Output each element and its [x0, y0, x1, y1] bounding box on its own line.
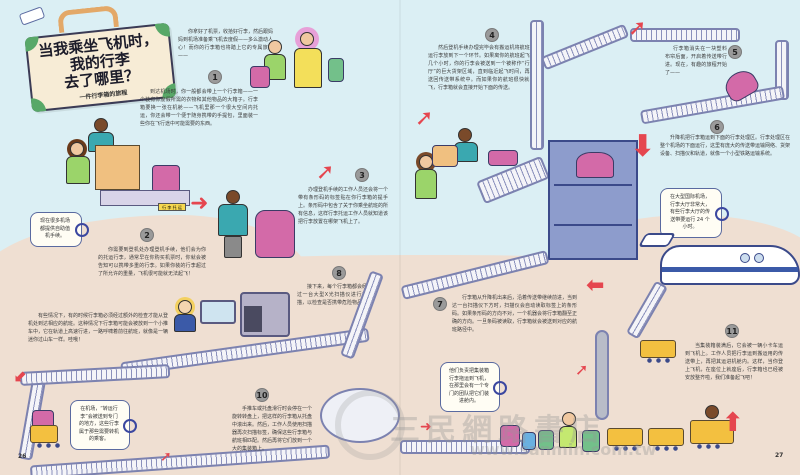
red-arrow-up-right-icon: ➚	[628, 16, 647, 41]
step-text-3: 办理登机手续的工作人员还会将一个带有条形码的标签贴在你行李箱的提手上。条形码中包…	[298, 187, 389, 225]
suitcase-icon	[250, 66, 270, 88]
person-body	[218, 204, 248, 236]
step-text-2: 你需要到登机处办理登机手续，他们会为你的托运行李，通常早在你购买机票时，你就会被…	[98, 247, 206, 277]
step-text-11: 当集装箱装满后，它会被一辆小卡车运到飞机上。工作人员把行李运到搬运用的传送带上，…	[685, 343, 783, 381]
step-text-8: 接下来，每个行李箱都会经过一台大型X光扫描仪进行扫描，以检查是否携带危险物品。	[297, 284, 368, 306]
baggage-scale	[100, 190, 190, 206]
person-body	[415, 169, 437, 199]
person-body	[174, 314, 196, 332]
suitcase-icon	[582, 430, 600, 452]
service-road	[595, 330, 609, 420]
watermark-text: 三民網路書店	[390, 413, 606, 448]
conveyor-belt	[530, 20, 544, 150]
note-tag-big-airport: 在大型国际机场，行李大厅非常大，有些行李大厅的传送带要运行 24 个小时。	[660, 188, 729, 238]
step-number-1: 1	[208, 70, 222, 84]
tagged-suitcase	[255, 210, 295, 258]
person-head	[94, 118, 108, 132]
scanner-opening	[244, 306, 262, 332]
step-text-1: 到达机场时，你一般都会带上一个行李箱——一个装有你度假所需的衣物和其他物品的大箱…	[140, 89, 258, 127]
watermark-logo-icon	[335, 390, 405, 460]
lift-shelf	[554, 184, 632, 186]
scale-label: 行 李 托 运	[158, 203, 186, 211]
step-text-10: 手推车或托盘滑行时会停在一个旋转转盘上，把这样的行李箱从托盘中滚出来。然后，工作…	[232, 406, 313, 452]
red-arrow-up-right-icon: ➚	[575, 360, 589, 379]
person-head	[178, 300, 192, 314]
baggage-lift	[548, 140, 638, 260]
baggage-cart	[607, 428, 643, 451]
red-arrow-right-icon: ➜	[190, 191, 209, 216]
page-gutter	[399, 0, 401, 475]
person-head	[458, 128, 472, 142]
step-number-7: 7	[433, 297, 447, 311]
page-number-right: 27	[775, 452, 784, 459]
person-head	[268, 40, 282, 54]
red-arrow-up-right-icon: ➚	[160, 449, 172, 465]
step-text-7: 行李箱从升降机出来后，沿着传送带继续前进，当到达一台扫描仪下方时，扫描仪会自动读…	[452, 295, 578, 333]
xray-monitor	[200, 300, 236, 324]
tilt-cart	[30, 425, 63, 448]
person-head	[300, 32, 314, 46]
note-tag-tractor: 他们负责把集装箱行李拖运到飞机，在那里会有一个专门的团队把它们装进舱内。	[440, 362, 507, 412]
suitcase-corner	[30, 96, 47, 113]
suitcase-on-scale	[152, 165, 180, 193]
red-arrow-down-left-icon: ⬋	[14, 366, 28, 385]
suitcase-icon	[538, 430, 554, 450]
suitcase-in-lift	[576, 152, 614, 178]
lift-shelf	[554, 224, 632, 226]
red-arrow-up-right-icon: ➚	[316, 160, 335, 185]
page-number-left: 26	[18, 453, 27, 460]
step-text-5: 行李箱消失在一块塑料布帘后面，开启着传送带行进。现在，有趣的旅程开始了——	[665, 46, 727, 76]
person-head	[705, 405, 719, 419]
conveyor-belt	[630, 28, 740, 42]
plane-stripe	[662, 267, 798, 272]
intro-text: 你拿好了机票，收拾好行李，然后跟妈妈到机场准备乘飞机去度假——多么激动人心！而你…	[178, 29, 274, 59]
step-number-2: 2	[140, 228, 154, 242]
red-arrow-up-right-icon: ➚	[415, 106, 434, 131]
airplane-illustration	[637, 233, 800, 285]
red-arrow-left-icon: ⬅	[586, 273, 605, 298]
baggage-cart	[640, 340, 676, 363]
step-number-5: 5	[728, 45, 742, 59]
person-head	[419, 155, 433, 169]
suitcase-icon	[500, 425, 520, 447]
step-text-6: 升降机把行李箱运到下面的行李处理区。行李处理区在整个机场的下面运行，这里有庞大的…	[660, 135, 791, 157]
plane-window	[740, 253, 750, 263]
person-body	[294, 48, 322, 88]
suitcase-icon	[328, 58, 344, 82]
step-number-3: 3	[355, 168, 369, 182]
red-arrow-up-icon: ⬆	[722, 408, 744, 438]
baggage-tractor	[690, 420, 734, 449]
watermark-url: www.sanmin.com.tw	[470, 440, 657, 459]
person-head	[226, 190, 240, 204]
step-number-8: 8	[332, 266, 346, 280]
plane-window	[754, 253, 764, 263]
note-tag-transfer-bags: 在机场，“转运行李”会被送到专门的地方，这些行李属于那些需要转机的乘客。	[70, 400, 137, 450]
suitcase-icon	[522, 432, 536, 450]
red-arrow-right-icon: ➜	[420, 419, 432, 435]
note-tag-self-checkin: 现在很多机场都提供自助值机手续。	[30, 212, 89, 247]
step-number-10: 10	[255, 388, 269, 402]
step-text-9: 有些情况下，有的时候行李箱必须经过额外的检查才能从登机处到达相应的航班。这种情况…	[28, 313, 169, 343]
step-number-4: 4	[485, 28, 499, 42]
suitcase-on-conveyor	[488, 150, 518, 166]
counter-box	[432, 145, 458, 167]
person-body	[559, 426, 577, 448]
person-head	[562, 412, 576, 426]
checkin-desk	[95, 145, 140, 190]
person-head	[70, 142, 84, 156]
step-number-6: 6	[710, 120, 724, 134]
xray-scanner	[240, 292, 290, 337]
red-arrow-down-icon: ⬇	[630, 129, 656, 164]
person-legs	[224, 236, 242, 258]
step-number-11: 11	[725, 324, 739, 338]
person-body	[66, 156, 90, 184]
step-text-4: 然后登机手续办理完毕会有搬运机将航班的托运行李放到下一个环节。如果离你的航班起飞…	[428, 45, 540, 91]
baggage-cart	[648, 428, 684, 451]
